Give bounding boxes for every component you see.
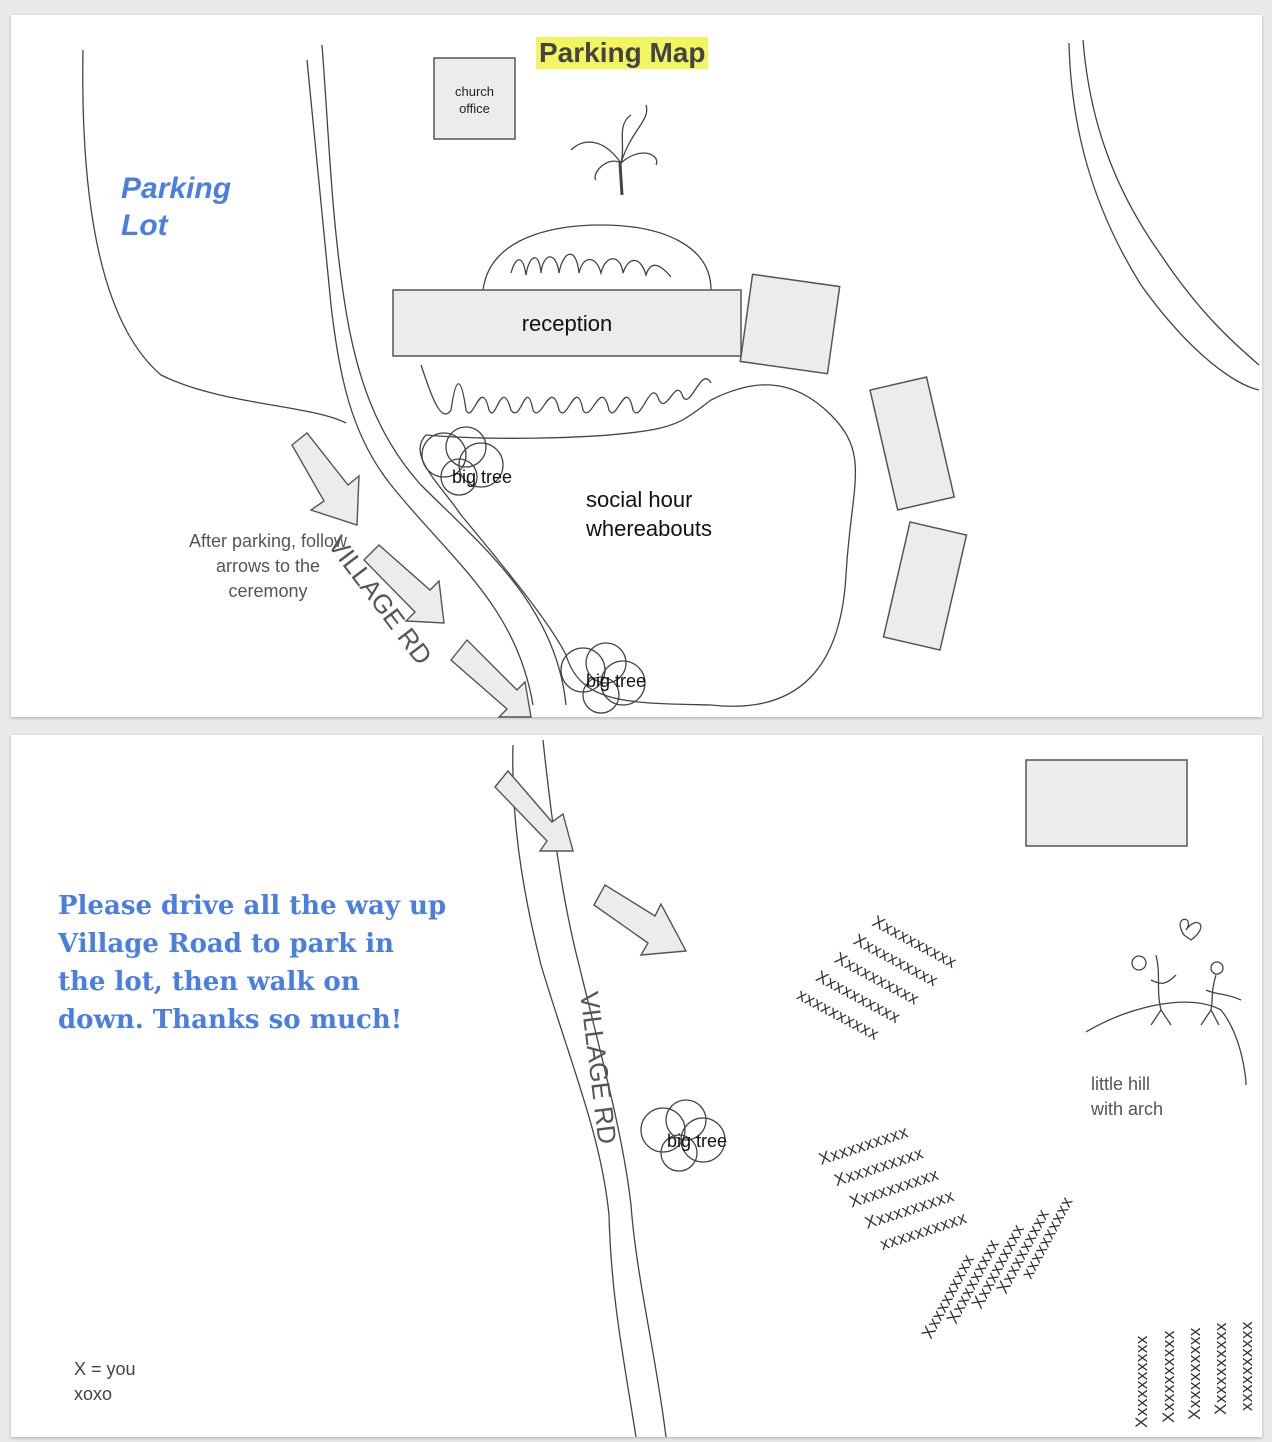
seat-row: xxxxxxxxxx: [1237, 1321, 1256, 1411]
little-hill-label: little hill with arch: [1091, 1074, 1164, 1119]
east-road-left-edge: [1068, 42, 1260, 391]
village-road-left-edge: [512, 744, 637, 1438]
seating-block-4: Xxxxxxxxxx Xxxxxxxxxx Xxxxxxxxxx Xxxxxxx…: [1132, 1321, 1256, 1428]
church-office-label: church office: [454, 84, 495, 116]
seat-row: Xxxxxxxxxx: [1159, 1330, 1178, 1423]
seat-row: Xxxxxxxxxx: [1211, 1322, 1230, 1415]
social-hour-boundary: [419, 384, 857, 707]
arrow-instruction-note: After parking, follow arrows to the cere…: [188, 531, 348, 601]
social-hour-label: social hour whereabouts: [586, 487, 712, 541]
building-east-2: [869, 376, 956, 511]
direction-arrow-1: [291, 432, 360, 526]
parking-lot-boundary: [82, 49, 347, 424]
couple-with-heart-icon: [1131, 918, 1242, 1026]
seat-row: Xxxxxxxxxx: [1132, 1335, 1151, 1428]
building-east-1: [739, 273, 841, 375]
big-tree-label-2: big tree: [586, 671, 647, 691]
reception-label: reception: [521, 311, 613, 336]
reception-building: [392, 289, 742, 357]
reception-garden-dome: [482, 224, 712, 291]
palm-tree-icon: [570, 104, 658, 196]
big-tree-3-icon: [640, 1099, 726, 1172]
church-office-building: [433, 57, 516, 140]
page-title: Parking Map: [536, 37, 709, 69]
building-east-3: [882, 521, 968, 651]
little-hill-outline: [1085, 1001, 1247, 1086]
village-road-left-edge: [306, 59, 534, 706]
seating-block-2: Xxxxxxxxxx Xxxxxxxxxx Xxxxxxxxxx Xxxxxxx…: [816, 1122, 969, 1254]
map-slide-top: Parking Map Parking Lot church office re…: [11, 15, 1262, 718]
seating-block-1: Xxxxxxxxxx Xxxxxxxxxx Xxxxxxxxxx Xxxxxxx…: [794, 912, 960, 1044]
direction-arrow-2: [363, 544, 445, 624]
direction-arrow-3: [450, 638, 532, 718]
direction-arrow-4: [494, 769, 574, 852]
legend-note: X = you xoxo: [74, 1359, 136, 1404]
big-tree-2-icon: [560, 642, 646, 714]
reception-front-scribble: [420, 364, 712, 415]
building-northeast: [1025, 759, 1188, 847]
reception-garden-scribble: [510, 253, 672, 278]
map-slide-bottom: Xxxxxxxxxx Xxxxxxxxxx Xxxxxxxxxx Xxxxxxx…: [11, 735, 1262, 1438]
village-road-right-edge: [542, 739, 667, 1438]
top-map-drawing: [82, 39, 1260, 718]
big-tree-label-1: big tree: [452, 467, 513, 487]
east-road-right-edge: [1082, 39, 1260, 366]
parking-lot-label: Parking Lot: [121, 172, 232, 242]
big-tree-1-icon: [421, 426, 504, 496]
direction-arrow-5: [593, 884, 688, 956]
bottom-map-drawing: Xxxxxxxxxx Xxxxxxxxxx Xxxxxxxxxx Xxxxxxx…: [494, 739, 1256, 1438]
seat-row: Xxxxxxxxxx: [1185, 1327, 1204, 1420]
driving-instructions: Please drive all the way up Village Road…: [58, 891, 447, 1035]
village-road-right-edge: [321, 44, 567, 706]
big-tree-label-3: big tree: [667, 1131, 728, 1151]
